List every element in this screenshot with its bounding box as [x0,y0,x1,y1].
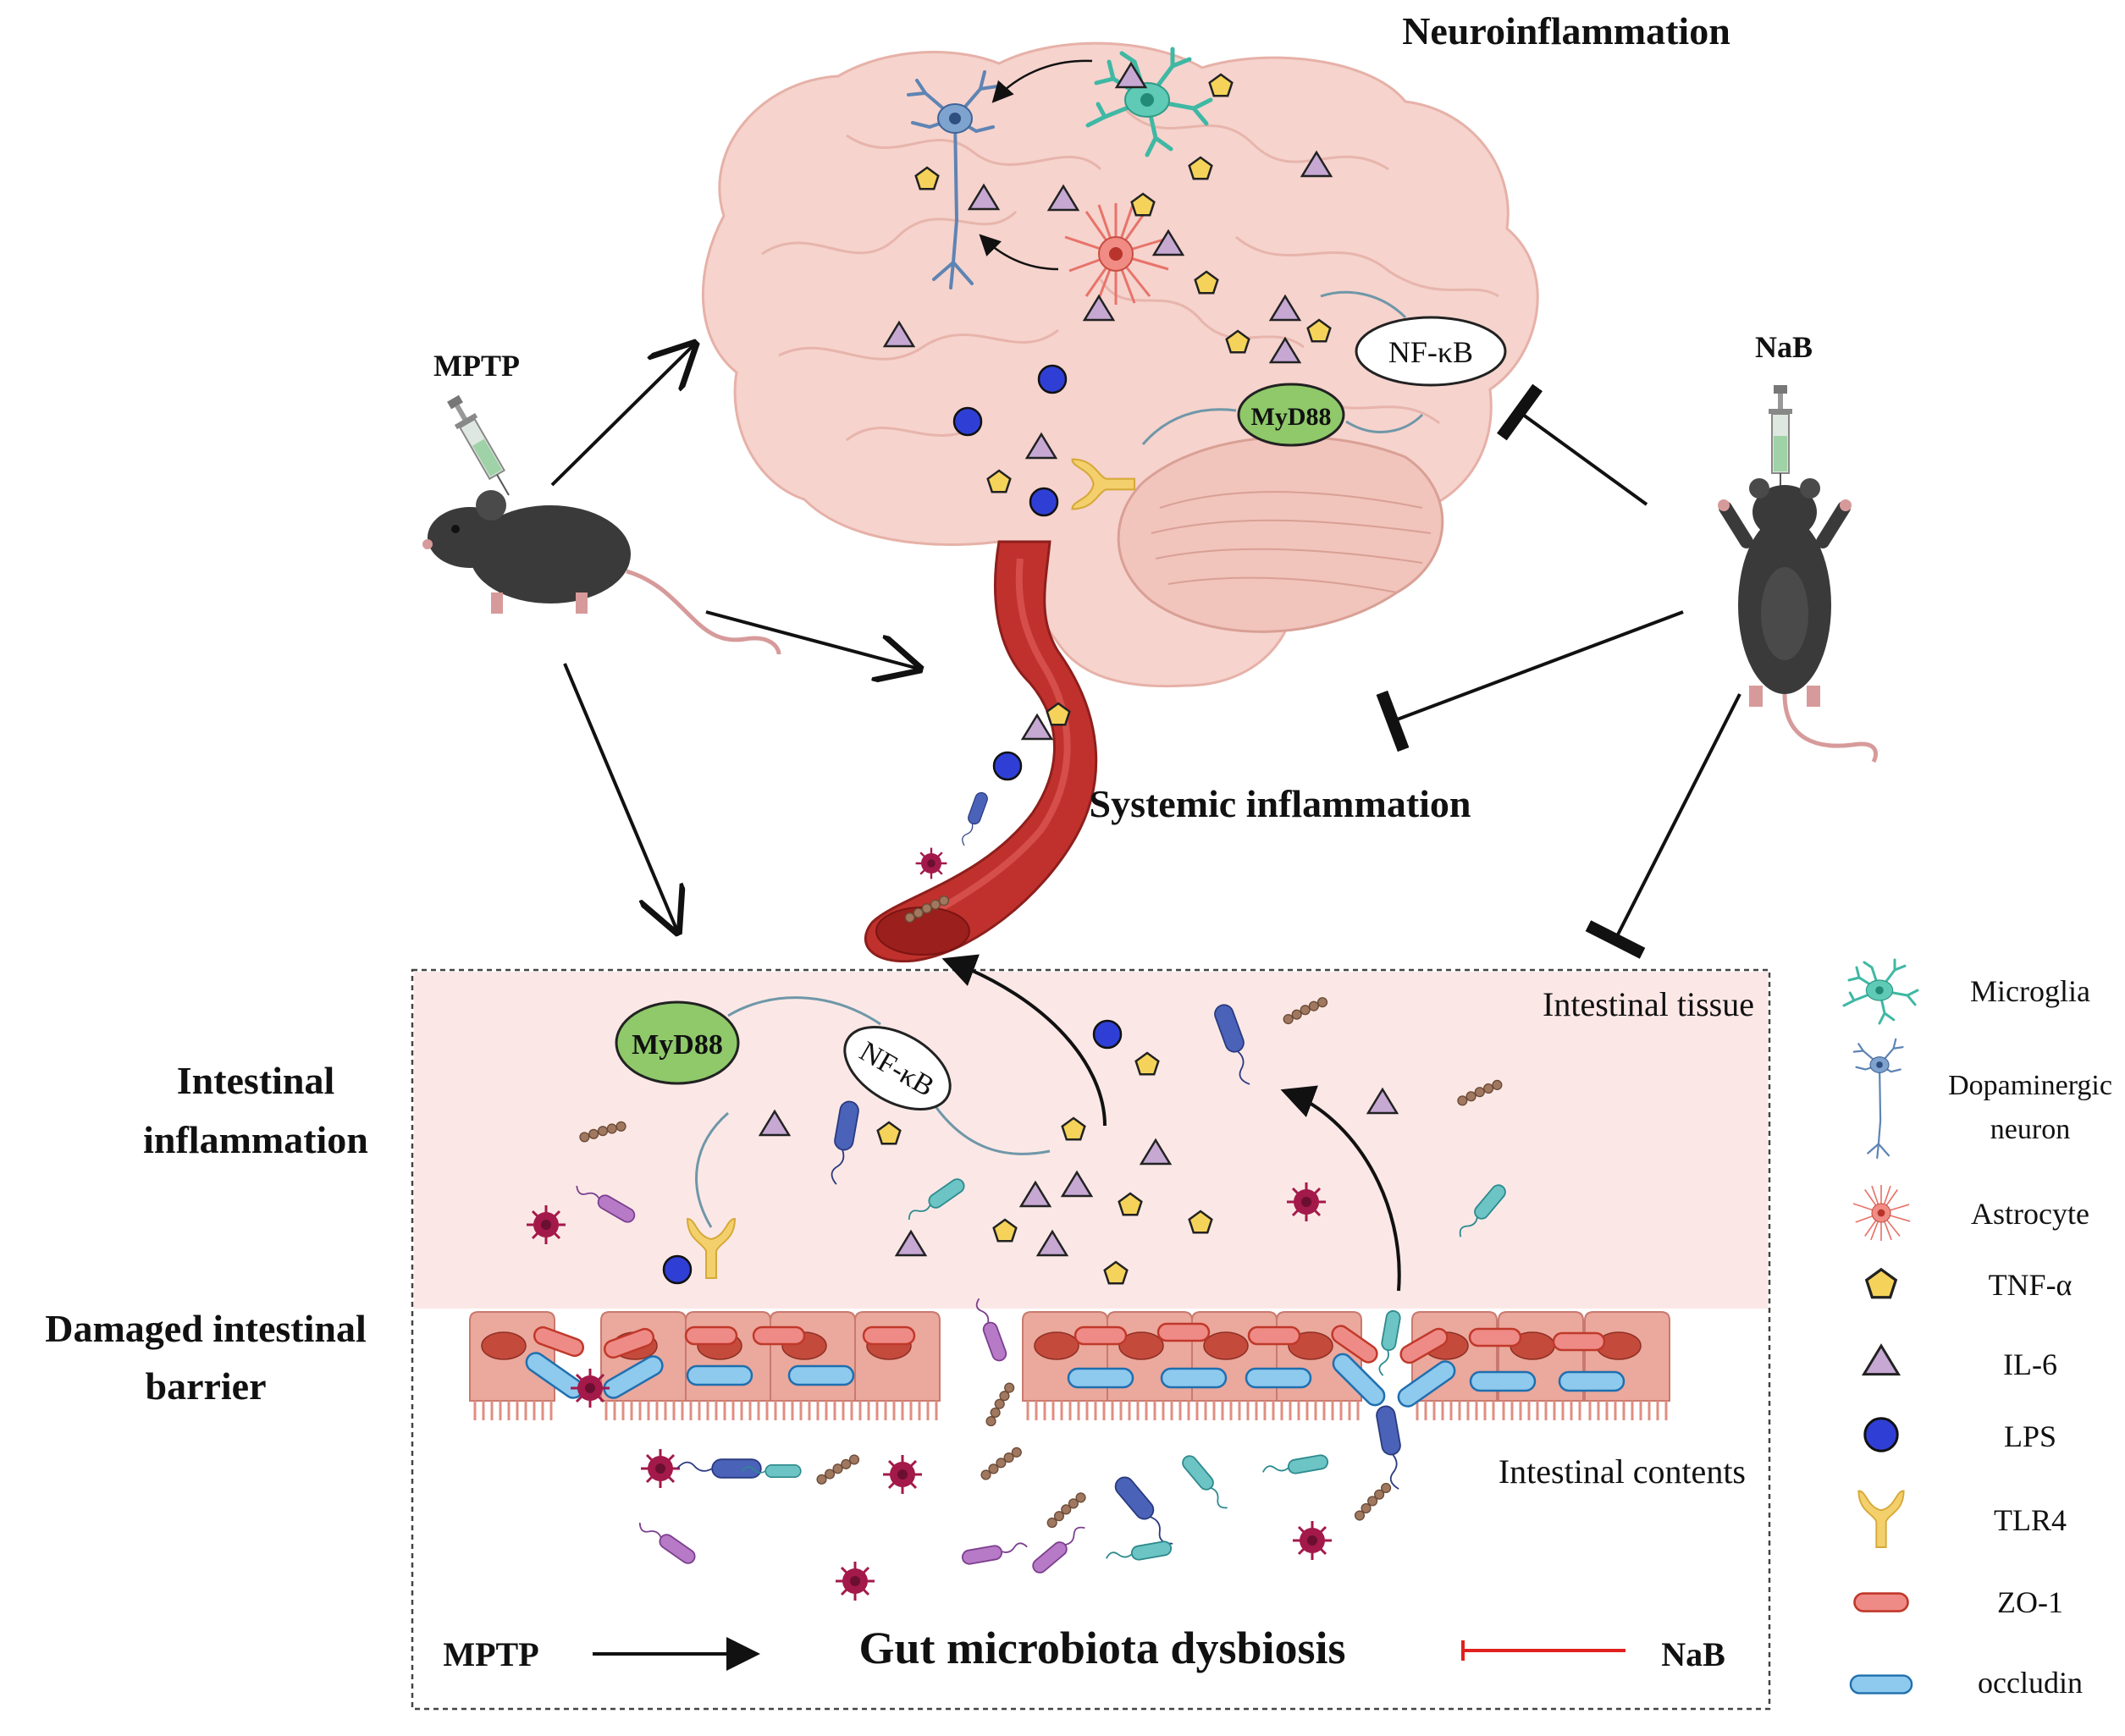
nab-inhibits-brain [1497,383,1648,506]
svg-text:TNF-α: TNF-α [1989,1268,2073,1302]
brain-pathway: MyD88 NF-κB [1141,290,1507,447]
mptp-to-gut-arrow [563,663,677,931]
legend-item-tnf: TNF-α [1865,1268,2073,1302]
dysbiosis-title: Gut microbiota dysbiosis [858,1623,1345,1673]
gut-myd88-node: MyD88 [615,1000,740,1085]
gut-pathway: MyD88 NF-κB [615,996,1051,1285]
legend-item-il6: IL-6 [1863,1344,2057,1381]
legend-item-zo1: ZO-1 [1853,1585,2063,1619]
mptp-to-brain-arrow [550,344,694,487]
mptp-to-vessel-arrow [705,610,919,669]
bottom-mptp-label: MPTP [443,1635,538,1673]
intestinal-contents-label: Intestinal contents [1499,1452,1746,1491]
svg-text:occludin: occludin [1978,1666,2083,1700]
svg-text:MyD88: MyD88 [632,1029,723,1061]
svg-text:IL-6: IL-6 [2003,1347,2057,1381]
damaged-barrier-title-line2: barrier [145,1364,266,1408]
svg-text:LPS: LPS [2004,1419,2056,1453]
blood-vessel [864,540,1098,963]
systemic-inflammation-title: Systemic inflammation [1089,782,1471,825]
svg-text:Microglia: Microglia [1970,974,2090,1008]
intestinal-inflammation-title-line2: inflammation [143,1118,368,1161]
mptp-syringe [441,391,521,503]
curved-arrow [979,234,1059,271]
svg-text:Astrocyte: Astrocyte [1971,1197,2089,1231]
intestinal-tissue-label: Intestinal tissue [1543,985,1754,1023]
nab-inhibits-gut [1585,693,1741,959]
epithelial-barrier [468,1295,1671,1491]
damaged-barrier-title-line1: Damaged intestinal [45,1307,367,1350]
nab-label: NaB [1755,330,1813,364]
legend-item-astrocyte: Astrocyte [1852,1184,2089,1242]
legend-item-microglia: Microglia [1842,958,2090,1025]
tissue-cytokines [525,954,1510,1292]
legend-item-occludin: occludin [1849,1666,2083,1700]
legend-item-lps: LPS [1863,1417,2056,1453]
svg-text:TLR4: TLR4 [1994,1503,2067,1537]
nab-inhibits-vessel [1376,610,1684,752]
intestinal-inflammation-title-line1: Intestinal [177,1059,335,1102]
legend-item-tlr4: TLR4 [1857,1490,2067,1548]
gut-panel-border [411,968,1771,1711]
svg-text:ZO-1: ZO-1 [1997,1585,2063,1619]
svg-text:MyD88: MyD88 [1251,403,1332,431]
legend-item-neuron: Dopaminergic neuron [1852,1038,2112,1160]
svg-text:neuron: neuron [1990,1114,2070,1145]
nab-mouse [1718,478,1875,762]
bottom-nab-label: NaB [1661,1635,1725,1673]
svg-text:NF-κB: NF-κB [1388,335,1473,369]
legend: Microglia Dopaminergic neuron Astrocyte … [1842,958,2112,1700]
neuroinflammation-title: Neuroinflammation [1402,9,1730,52]
mptp-label: MPTP [433,349,520,383]
mptp-mouse [422,490,779,654]
svg-text:Dopaminergic: Dopaminergic [1948,1070,2112,1101]
curved-arrow [991,59,1093,103]
nab-syringe [1768,384,1793,498]
brain-nfkb-node: NF-κB [1355,316,1507,387]
brain-myd88-node: MyD88 [1237,383,1345,447]
intestinal-contents-microbes [635,1446,1399,1602]
